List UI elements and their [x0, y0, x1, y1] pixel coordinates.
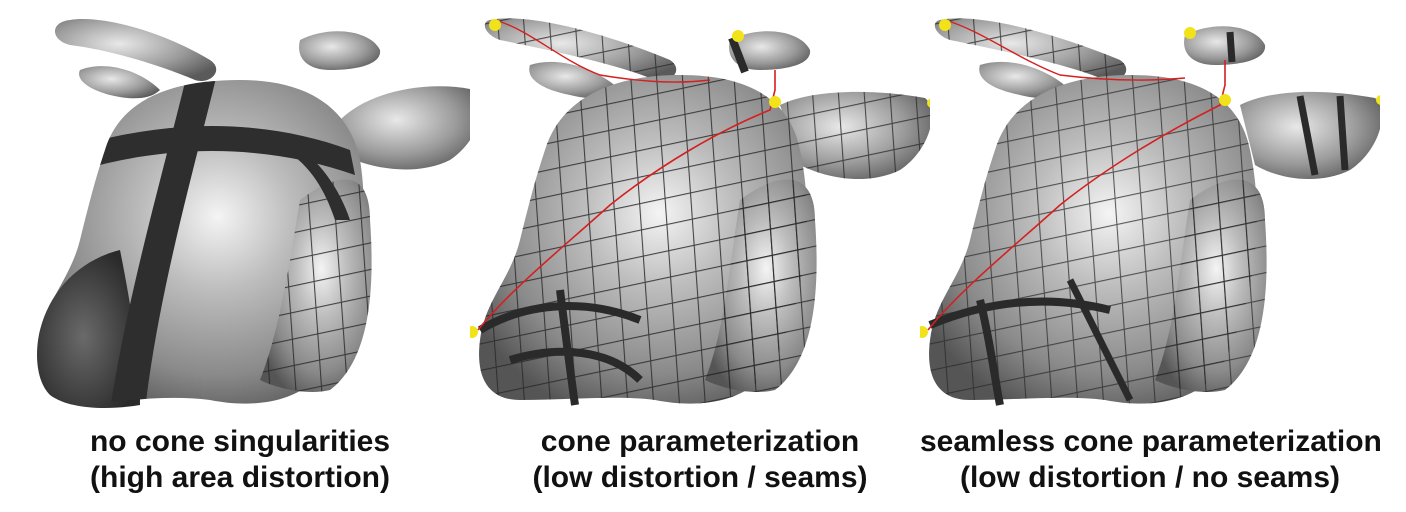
panel-seamless-cone-parameterization: seamless cone parameterization (low dist… [920, 0, 1382, 512]
caption-line-1: cone parameterization [540, 425, 860, 458]
caption-line-1: no cone singularities [89, 425, 391, 458]
caption: no cone singularities (high area distort… [10, 424, 470, 496]
cow-head-rendering [920, 18, 1380, 406]
cow-head-rendering [470, 18, 930, 406]
caption-line-2: (low distortion / seams) [532, 461, 868, 494]
caption: cone parameterization (low distortion / … [470, 424, 930, 496]
caption-line-2: (low distortion / no seams) [959, 461, 1341, 494]
caption-line-2: (high area distortion) [90, 461, 390, 494]
caption-line-1: seamless cone parameterization [920, 425, 1382, 458]
panel-cone-parameterization: cone parameterization (low distortion / … [470, 0, 930, 512]
panel-no-cones: no cone singularities (high area distort… [10, 0, 470, 512]
cow-head-rendering [37, 19, 470, 408]
caption: seamless cone parameterization (low dist… [920, 424, 1382, 496]
